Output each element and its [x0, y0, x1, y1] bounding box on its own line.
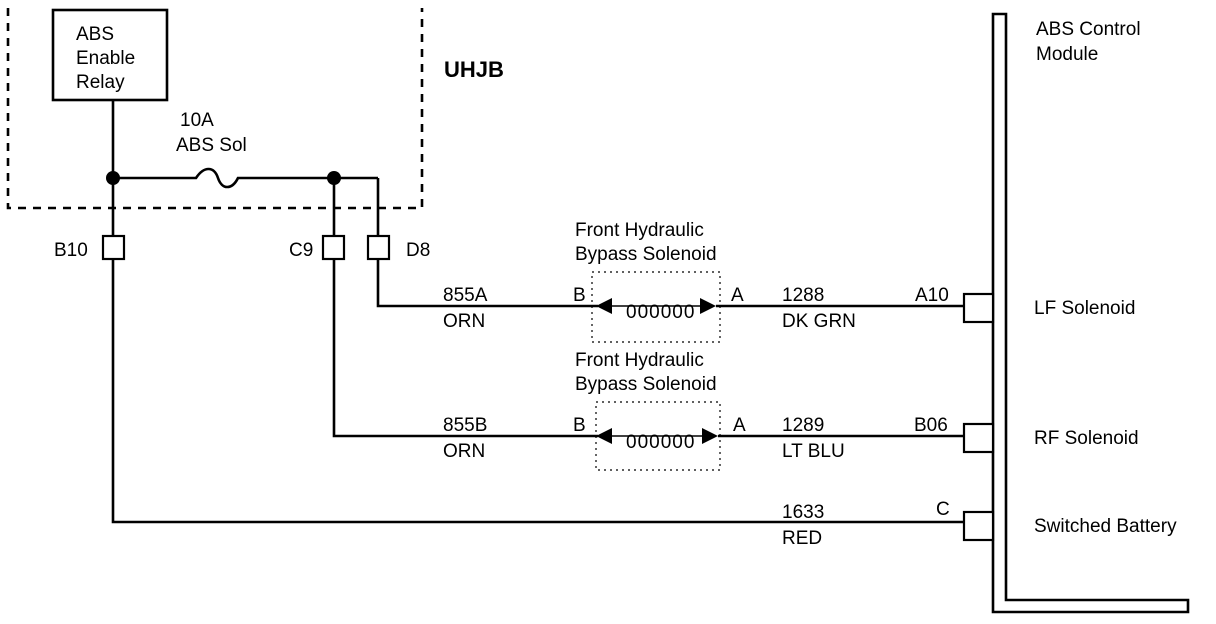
lf-solenoid-terminal-b: B: [573, 285, 586, 306]
wire-855a: [376, 259, 598, 308]
connector-a10: [962, 292, 995, 324]
lf-solenoid-coil: 000000: [626, 302, 695, 323]
connector-c: [962, 510, 995, 542]
module-pin-rf-solenoid: RF Solenoid: [1034, 428, 1139, 449]
wire-1633-color: RED: [782, 528, 822, 549]
lf-solenoid-terminal-a: A: [731, 285, 744, 306]
rf-solenoid-title-line1: Front Hydraulic: [575, 350, 704, 371]
rf-solenoid-terminal-a-arrow: [702, 428, 718, 444]
connector-c9: [321, 234, 346, 261]
relay-label-line1: ABS: [76, 24, 114, 45]
connector-b06-label: B06: [914, 415, 948, 436]
wire-1289-circuit: 1289: [782, 415, 824, 436]
rf-solenoid-terminal-a: A: [733, 415, 746, 436]
wire-855a-circuit: 855A: [443, 285, 488, 306]
connector-b10: [101, 234, 126, 261]
lf-bypass-solenoid: Front Hydraulic Bypass Solenoid 000000 B…: [573, 220, 744, 343]
fuse-name: ABS Sol: [176, 135, 247, 156]
uhjb-label: UHJB: [444, 57, 504, 82]
connector-b10-label: B10: [54, 240, 88, 261]
wire-1288-color: DK GRN: [782, 311, 856, 332]
relay-label-line3: Relay: [76, 72, 125, 93]
rf-solenoid-coil: 000000: [626, 432, 695, 453]
module-label-line1: ABS Control: [1036, 19, 1141, 40]
rf-solenoid-terminal-b: B: [573, 415, 586, 436]
abs-control-module: [991, 12, 1190, 614]
lf-solenoid-terminal-a-arrow: [700, 298, 716, 314]
wire-855b-circuit: 855B: [443, 415, 487, 436]
relay-label-line2: Enable: [76, 48, 135, 69]
abs-enable-relay: [51, 8, 169, 102]
rf-solenoid-terminal-b-arrow: [596, 428, 612, 444]
wire-855a-color: ORN: [443, 311, 485, 332]
connector-b06: [962, 422, 995, 454]
module-pin-lf-solenoid: LF Solenoid: [1034, 298, 1135, 319]
module-label-line2: Module: [1036, 44, 1098, 65]
connector-d8: [366, 234, 391, 261]
connector-c-label: C: [936, 499, 950, 520]
connector-a10-label: A10: [915, 285, 949, 306]
lf-solenoid-title-line2: Bypass Solenoid: [575, 244, 717, 265]
fuse-rating: 10A: [180, 110, 214, 131]
uhjb-boundary: [6, 8, 424, 210]
lf-solenoid-title-line1: Front Hydraulic: [575, 220, 704, 241]
wire-1288-circuit: 1288: [782, 285, 824, 306]
connector-d8-label: D8: [406, 240, 430, 261]
wire-855b: [332, 259, 598, 438]
wire-855b-color: ORN: [443, 441, 485, 462]
wire-1633-circuit: 1633: [782, 502, 824, 523]
connector-c9-label: C9: [289, 240, 313, 261]
rf-solenoid-title-line2: Bypass Solenoid: [575, 374, 717, 395]
rf-bypass-solenoid: Front Hydraulic Bypass Solenoid 000000 B…: [573, 350, 746, 471]
lf-solenoid-terminal-b-arrow: [596, 298, 612, 314]
module-pin-switched-battery: Switched Battery: [1034, 516, 1177, 537]
wire-1633: [111, 259, 964, 524]
fuse-symbol: [113, 167, 334, 189]
wire-1289-color: LT BLU: [782, 441, 845, 462]
